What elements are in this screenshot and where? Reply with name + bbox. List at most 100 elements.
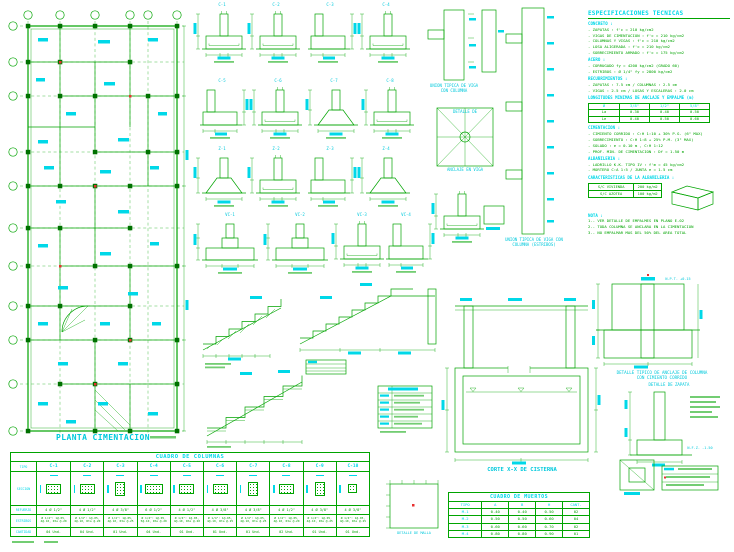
stirrup-value: Ø 1/4": 1@.05, 5@.10, Rto @.20: [136, 515, 170, 527]
detail-label: VC-1: [225, 212, 235, 217]
stirrups-row: Ø 1/4": 1@.05, 4@.10, Rto @.20 Ø 1/4": 1@…: [37, 515, 369, 527]
column-header: C-9: [302, 462, 336, 471]
detalle-box-title: DETALLE DE: [452, 109, 478, 114]
section-outline: [79, 483, 95, 494]
rebar-row: 4 Ø 1/2"4 Ø 1/2"4 Ø 3/8"6 Ø 1/2"4 Ø 1/2"…: [37, 506, 369, 514]
section-outline: [179, 483, 195, 494]
cistern-section: [441, 298, 601, 465]
muertos-cell: 0.80: [508, 529, 536, 538]
spec-note: 1.- VER DETALLE DE EMPALMES EN PLANO E-0…: [588, 218, 685, 224]
muertos-cell: 02: [562, 522, 589, 530]
spec-line: ALBAÑILERIA :: [588, 155, 621, 161]
muertos-header: CANT.: [562, 502, 589, 508]
plan-label-blobs: [36, 38, 167, 424]
spec-line: - LADRILLO K.K. TIPO IV : f'm = 45 kg/cm…: [588, 161, 685, 167]
column-section-sketch: [37, 472, 70, 505]
quantity-value: 04 Und.: [46, 530, 61, 534]
column-header: C-8: [269, 462, 302, 471]
detail-label: C-3: [326, 2, 334, 7]
rebar-value: 4 Ø 3/8": [103, 506, 136, 514]
section-outline: [46, 483, 62, 494]
column-header: C-10: [335, 462, 369, 471]
spec-line: - VIGAS DE CIMENTACION : f'c = 210 kg/cm…: [588, 32, 685, 38]
muertos-cell: 0.60: [535, 515, 563, 523]
detail-label: C-7: [330, 78, 338, 83]
muertos-cell: M-4: [449, 529, 482, 537]
specs-title: ESPECIFICACIONES TECNICAS: [588, 10, 730, 19]
spec-line: - ESTRIBOS : Ø 1/4" fy = 2800 kg/cm2: [588, 68, 673, 74]
muertos-table-title: CUADRO DE MUERTOS: [448, 492, 590, 502]
stirrup-value: Ø 1/4": 1@.05, 4@.10, Rto @.25: [236, 515, 269, 527]
section-outline: [115, 481, 126, 496]
muertos-cell: 0.60: [508, 522, 536, 530]
muertos-header: B: [508, 502, 535, 508]
muertos-cell: 0.50: [481, 515, 509, 523]
spec-line: - CORRUGADO fy = 4200 kg/cm2 (GRADO 60): [588, 63, 680, 69]
union-label-b-line2: COLUMNA (ESTRIBOS): [512, 241, 556, 247]
column-section-sketch: [335, 472, 369, 505]
technical-specifications: ESPECIFICACIONES TECNICAS CONCRETO :- ZA…: [588, 10, 730, 236]
section-outline: [248, 481, 259, 496]
anchorage-header: 3/8": [619, 103, 649, 110]
detail-label: Z-2: [272, 146, 280, 151]
column-section-sketches: [37, 472, 369, 505]
anchor-detail-box: [431, 107, 505, 244]
live-load-cell: S/C AZOTEA: [600, 191, 623, 196]
spec-line: - PROF. MIN. DE CIMENTACION : Df = 1.50 …: [588, 148, 685, 154]
row-label-cantidad: CANTIDAD: [11, 528, 37, 536]
rebar-value: 4 Ø 1/2": [70, 506, 103, 514]
spec-line: CARACTERISTICAS DE LA ALBAÑILERIA :: [588, 174, 675, 180]
spec-line: - ZAPATAS : 7.5 cm / COLUMNAS : 2.5 cm: [588, 81, 678, 87]
rebar-value: 6 Ø 1/2": [136, 506, 170, 514]
detail-label: C-1: [218, 2, 226, 7]
brick-unit-sketch: [670, 185, 715, 211]
column-header: C-4: [136, 462, 170, 471]
detail-label: Z-4: [382, 146, 390, 151]
stirrup-value: Ø 1/4": 1@.05, 4@.10, Rto @.20: [40, 515, 67, 523]
rebar-value: 4 Ø 3/8": [236, 506, 269, 514]
spec-line: - CIMIENTO CORRIDO : C:H 1:10 + 30% P.G.…: [588, 131, 703, 137]
muertos-header: H: [535, 502, 562, 508]
detail-label: Z-3: [326, 146, 334, 151]
detail-label: VC-3: [357, 212, 367, 217]
anchorage-header: 1/2": [649, 103, 679, 110]
quantity-value: 01 Und.: [335, 528, 369, 536]
detalle-box-subtitle: ANCLAJE EN VIGA: [446, 167, 484, 172]
brick-detail-line2: CON CIMIENTO CORRIDO: [636, 375, 688, 381]
brick-detail-line1: DETALLE TIPICO DE ANCLAJE DE COLUMNA: [616, 370, 708, 375]
section-outline: [314, 481, 325, 496]
spec-line: - SOBRECIMIENTO ARMADO : f'c = 175 kg/cm…: [588, 49, 685, 55]
quantity-value: 01 Und.: [203, 528, 236, 536]
row-label-tipo: TIPO: [11, 462, 37, 471]
quantity-value: 01 Und.: [302, 528, 336, 536]
mesh-detail-geometry: [386, 480, 439, 529]
section-outline: [144, 483, 163, 494]
quantity-value: 01 Und.: [236, 528, 269, 536]
union-details: [427, 7, 554, 235]
muertos-header: TIPO: [460, 502, 470, 507]
union-label-b: UNION TIPICA DE VIGA CON COLUMNA (ESTRIB…: [492, 237, 576, 248]
detail-label: C-8: [386, 78, 394, 83]
anchorage-cell: La: [601, 110, 607, 115]
quantity-value: 01 Und.: [169, 528, 203, 536]
brick-anchor-detail: [592, 274, 703, 369]
column-header: C-7: [236, 462, 269, 471]
column-header: C-5: [169, 462, 203, 471]
anchorage-cell: 0.40: [649, 110, 679, 116]
spec-line: - ZAPATAS : f'c = 210 kg/cm2: [588, 26, 654, 32]
muertos-cell: 0.40: [508, 509, 535, 516]
column-section-sketch: [103, 472, 136, 505]
anchorage-cell: 0.40: [619, 116, 649, 123]
row-label-seccion: SECCION: [11, 472, 37, 505]
column-section-sketch: [70, 472, 103, 505]
muertos-cell: 01: [562, 529, 589, 538]
